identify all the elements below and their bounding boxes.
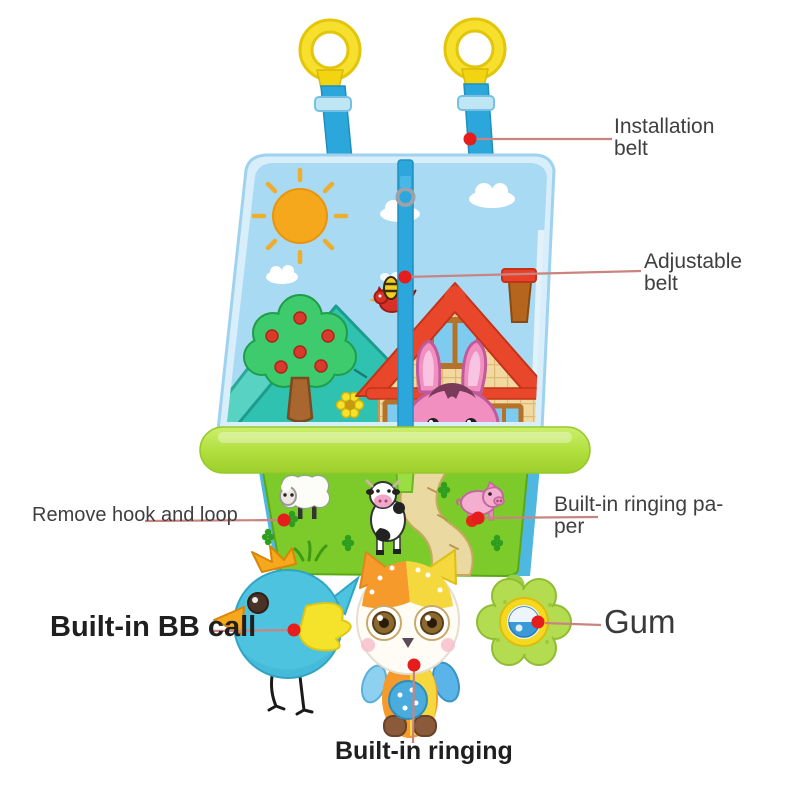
apple-tree xyxy=(243,294,357,422)
sun-icon xyxy=(251,167,349,265)
fox-eyes xyxy=(366,605,450,641)
label-ringing-paper: Built-in ringing pa- per xyxy=(554,493,724,539)
adjustable-strap xyxy=(395,159,416,431)
green-tray xyxy=(199,426,591,474)
label-bb-call: Built-in BB call xyxy=(50,611,257,643)
ringing-dot xyxy=(407,658,421,672)
bb-call-line xyxy=(211,628,295,633)
label-built-in-ringing: Built-in ringing xyxy=(335,737,513,765)
annotations xyxy=(144,132,642,744)
installation-belt-dot xyxy=(463,132,477,146)
gum-dot xyxy=(531,615,545,629)
pink-donkey xyxy=(404,339,500,422)
ringing-line xyxy=(411,665,416,744)
grass-tufts xyxy=(293,540,328,562)
blue-bird-toy xyxy=(213,545,361,716)
adjustable-belt-line xyxy=(404,269,642,279)
chimney xyxy=(507,281,533,323)
fox-toy xyxy=(356,549,460,738)
sheep xyxy=(279,475,330,519)
teether-gum-toy xyxy=(476,574,572,666)
gum-line xyxy=(544,621,602,627)
label-remove-hook-loop: Remove hook and loop xyxy=(32,504,238,526)
ringing-paper-line xyxy=(477,515,599,520)
bird-wing xyxy=(298,602,352,652)
play-panel xyxy=(216,153,556,432)
bb-call-dot xyxy=(287,623,301,637)
cow xyxy=(365,479,406,555)
remove-hook-line xyxy=(144,518,285,523)
label-installation-belt: Installation belt xyxy=(614,115,715,161)
label-gum: Gum xyxy=(604,603,676,640)
right-hook-ring xyxy=(443,17,507,88)
label-adjustable-belt: Adjustable belt xyxy=(644,250,743,296)
flower xyxy=(335,391,365,419)
farm-panel xyxy=(258,465,540,578)
adjustable-belt-dot xyxy=(398,270,412,284)
bee xyxy=(380,272,401,300)
ringing-paper-dot xyxy=(471,511,485,525)
left-hook-ring xyxy=(298,18,362,89)
remove-hook-dot xyxy=(277,513,291,527)
pig xyxy=(456,480,505,527)
right-strap xyxy=(457,83,495,171)
clovers xyxy=(261,481,504,552)
